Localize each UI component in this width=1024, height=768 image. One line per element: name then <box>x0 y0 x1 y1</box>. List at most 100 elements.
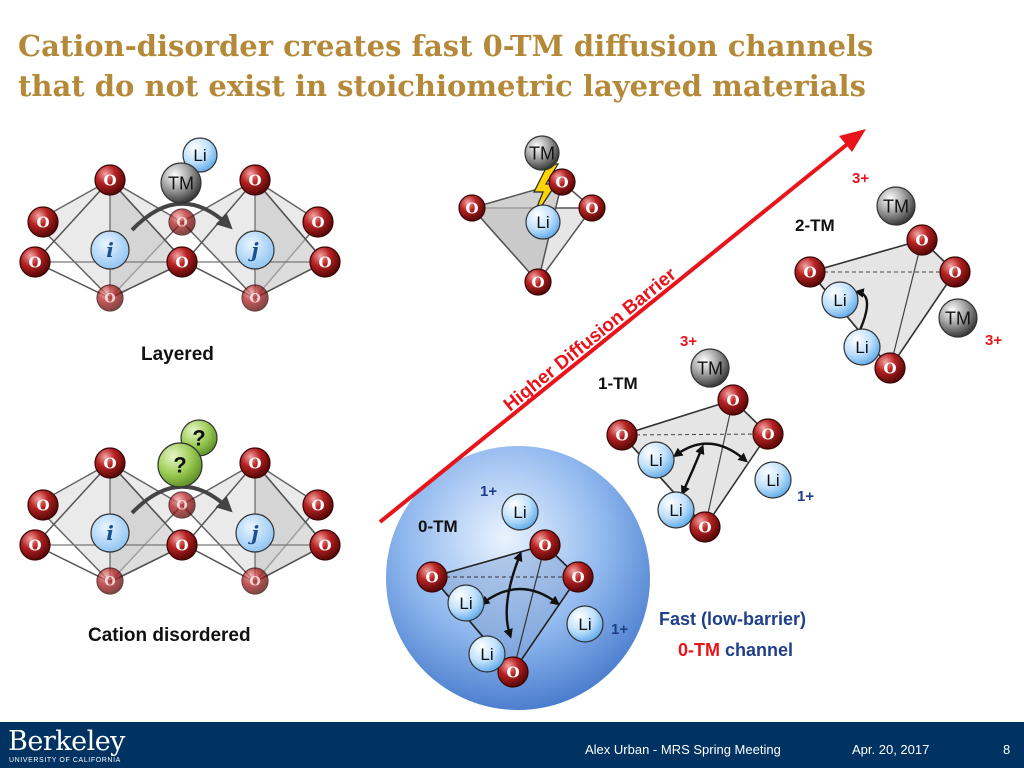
oxygen-atom <box>497 656 529 688</box>
oxygen-atom <box>309 246 341 278</box>
one-tm-label: 1-TM <box>598 374 638 393</box>
oxygen-atom-label: O <box>311 213 324 231</box>
octahedral-site <box>90 230 130 270</box>
octahedral-site-label: i <box>106 238 114 262</box>
transition-metal-atom-label: TM <box>529 143 555 163</box>
oxygen-atom <box>874 352 906 384</box>
page-number: 8 <box>1003 742 1011 757</box>
octahedral-site <box>90 513 130 553</box>
lithium-atom <box>566 605 604 643</box>
lithium-atom <box>182 137 218 173</box>
oxygen-atom-label: O <box>571 568 584 586</box>
oxygen-atom-label: O <box>425 568 438 586</box>
charge-li-label: 1+ <box>480 483 497 500</box>
oxygen-atom <box>96 284 124 312</box>
diffusion-arrow <box>854 288 869 331</box>
oxygen-atom-label: O <box>803 263 816 281</box>
oxygen-atom-label: O <box>175 253 188 271</box>
lithium-atom-label: Li <box>833 291 846 310</box>
oxygen-atom <box>19 529 51 561</box>
layered-label: Layered <box>141 344 214 365</box>
transition-metal-atom <box>938 298 978 338</box>
oxygen-atom <box>794 256 826 288</box>
oxygen-atom-label: O <box>698 518 711 536</box>
oxygen-atom <box>606 419 638 451</box>
footer-bar: Berkeley UNIVERSITY OF CALIFORNIA Alex U… <box>0 722 1024 768</box>
oxygen-atom <box>458 194 486 222</box>
oxygen-atom <box>239 447 271 479</box>
oxygen-atom <box>562 561 594 593</box>
lithium-atom <box>525 204 561 240</box>
oxygen-atom-label: O <box>311 496 324 514</box>
charge-li-label: 1+ <box>797 488 814 505</box>
oxygen-atom-label: O <box>249 575 260 590</box>
oxygen-atom-label: O <box>36 496 49 514</box>
oxygen-atom-label: O <box>506 663 519 681</box>
disordered-label: Cation disordered <box>88 625 251 646</box>
transition-metal-atom <box>524 135 560 171</box>
oxygen-atom <box>168 208 196 236</box>
lithium-atom <box>447 584 485 622</box>
oxygen-atom-label: O <box>726 391 739 409</box>
lithium-atom-label: Li <box>536 213 549 232</box>
lithium-atom <box>501 493 539 531</box>
unknown-atom-label: ? <box>173 453 186 478</box>
transition-metal-atom-label: TM <box>883 196 909 216</box>
oxygen-atom-label: O <box>761 425 774 443</box>
octahedral-site <box>235 513 275 553</box>
lithium-atom-label: Li <box>480 645 493 664</box>
oxygen-atom <box>166 246 198 278</box>
transition-metal-atom <box>160 162 202 204</box>
lithium-atom-label: Li <box>669 501 682 520</box>
oxygen-atom <box>19 246 51 278</box>
octahedral-site-label: i <box>106 521 114 545</box>
oxygen-atom-label: O <box>103 454 116 472</box>
footer-date: Apr. 20, 2017 <box>852 742 930 757</box>
transition-metal-atom <box>876 186 916 226</box>
oxygen-atom-label: O <box>104 575 115 590</box>
transition-metal-atom-label: TM <box>945 308 971 328</box>
charge-li-label: 1+ <box>611 621 628 638</box>
oxygen-atom <box>529 529 561 561</box>
oxygen-atom-label: O <box>318 253 331 271</box>
oxygen-atom-label: O <box>915 231 928 249</box>
charge-tm-label: 3+ <box>985 332 1002 349</box>
oxygen-atom <box>416 561 448 593</box>
lithium-atom <box>821 281 859 319</box>
unknown-atom <box>157 442 203 488</box>
oxygen-atom <box>239 164 271 196</box>
diffusion-arrow <box>681 444 705 496</box>
lithium-atom <box>843 328 881 366</box>
lithium-atom-label: Li <box>578 615 591 634</box>
charge-tm-label: 3+ <box>680 333 697 350</box>
oxygen-atom-label: O <box>28 253 41 271</box>
oxygen-atom-label: O <box>531 273 544 291</box>
oxygen-atom <box>27 206 59 238</box>
lithium-atom-label: Li <box>459 594 472 613</box>
oxygen-atom <box>96 567 124 595</box>
oxygen-atom-label: O <box>248 171 261 189</box>
transition-metal-atom-label: TM <box>168 173 194 193</box>
oxygen-atom <box>689 511 721 543</box>
octahedral-site <box>235 230 275 270</box>
oxygen-atom <box>524 268 552 296</box>
oxygen-atom <box>241 284 269 312</box>
oxygen-atom-label: O <box>249 292 260 307</box>
oxygen-atom-label: O <box>176 499 187 514</box>
oxygen-atom-label: O <box>103 171 116 189</box>
footer-author: Alex Urban - MRS Spring Meeting <box>585 742 781 757</box>
oxygen-atom-label: O <box>883 359 896 377</box>
oxygen-atom-label: O <box>28 536 41 554</box>
slide-title: Cation-disorder creates fast 0-TM diffus… <box>18 26 1008 106</box>
lithium-atom-label: Li <box>513 503 526 522</box>
unknown-atom-label: ? <box>192 426 205 451</box>
oxygen-atom <box>94 447 126 479</box>
oxygen-atom-label: O <box>318 536 331 554</box>
lithium-atom-label: Li <box>766 471 779 490</box>
oxygen-atom-label: O <box>175 536 188 554</box>
oxygen-atom <box>168 491 196 519</box>
oxygen-atom <box>752 418 784 450</box>
oxygen-atom-label: O <box>555 173 568 191</box>
